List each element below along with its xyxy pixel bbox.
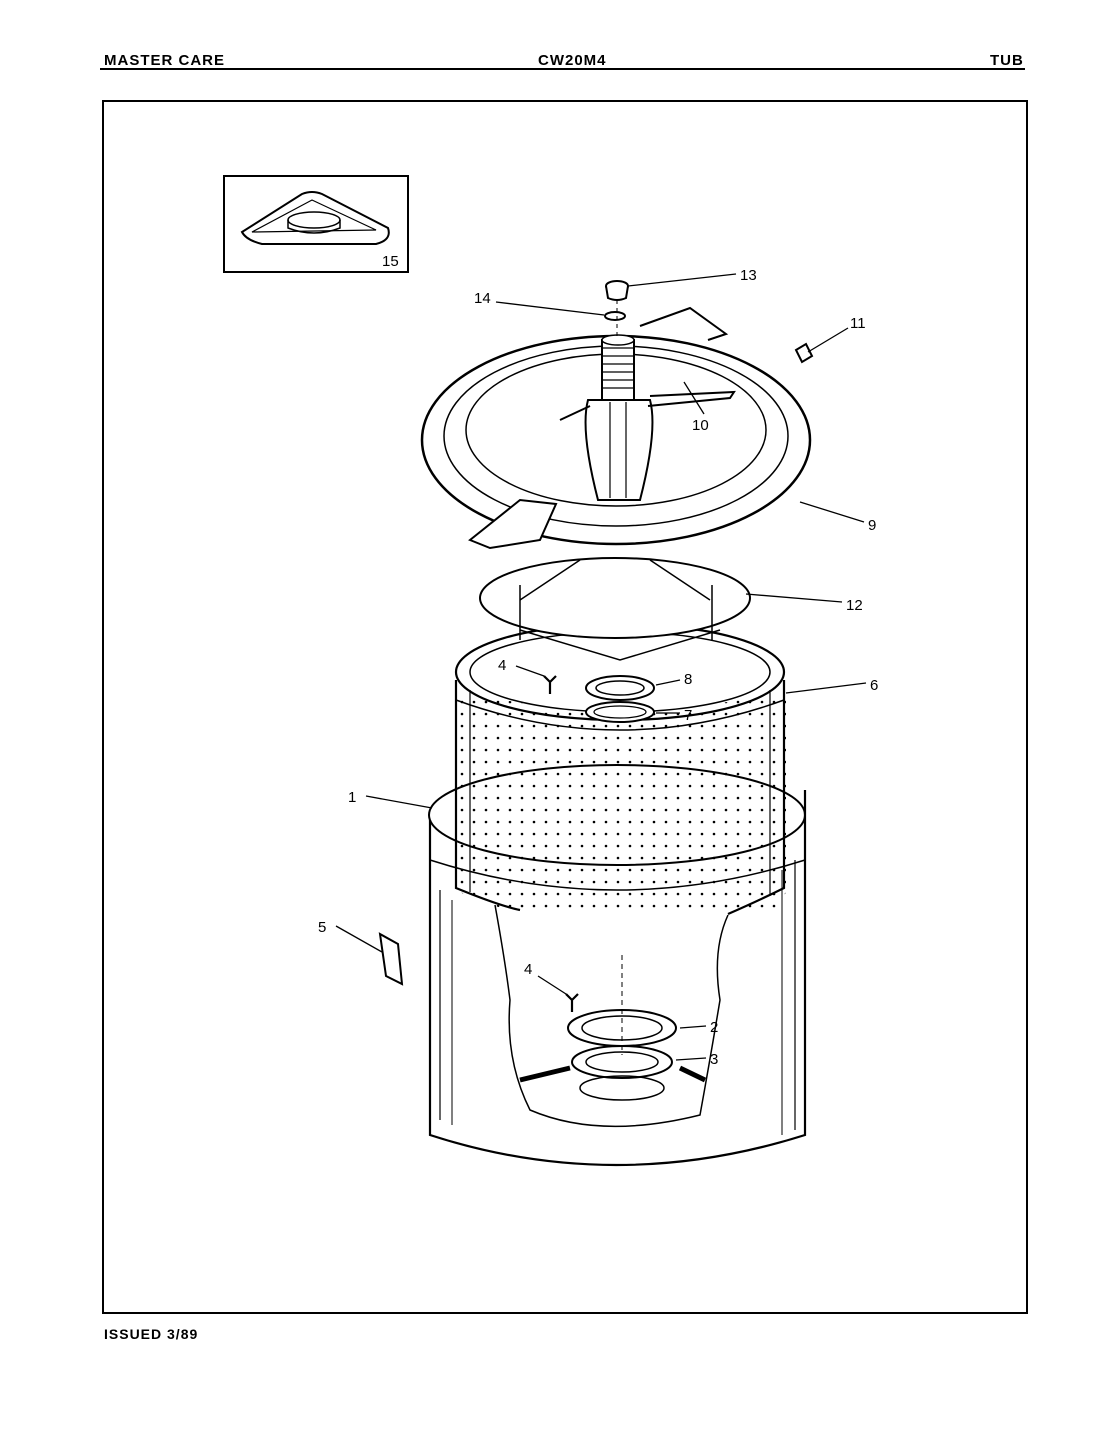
callout-9: 9 <box>868 517 876 534</box>
callout-2: 2 <box>710 1019 718 1036</box>
part-6-spin-basket <box>454 622 786 916</box>
part-14-washer <box>604 311 626 321</box>
callout-8: 8 <box>684 671 692 688</box>
section-title: TUB <box>990 52 1024 69</box>
part-4-screw-upper <box>543 675 557 694</box>
callout-15: 15 <box>382 253 399 270</box>
callout-6: 6 <box>870 677 878 694</box>
part-13-agitator-cap <box>605 280 629 301</box>
callout-3: 3 <box>710 1051 718 1068</box>
callout-12: 12 <box>846 597 863 614</box>
part-12-basket-liner <box>479 557 751 661</box>
callout-4-upper: 4 <box>498 657 506 674</box>
model-number: CW20M4 <box>538 52 607 69</box>
callout-1: 1 <box>348 789 356 806</box>
leader-lines <box>335 273 867 1061</box>
callout-13: 13 <box>740 267 757 284</box>
diagram-frame <box>102 100 1028 1314</box>
part-15-tub-cover-inset <box>240 191 390 245</box>
part-7-basket-ring <box>585 701 655 723</box>
inset-box <box>223 175 409 273</box>
brand-label: MASTER CARE <box>104 52 226 69</box>
callout-5: 5 <box>318 919 326 936</box>
callout-14: 14 <box>474 290 491 307</box>
callout-4-lower: 4 <box>524 961 532 978</box>
callout-10: 10 <box>692 417 709 434</box>
callout-11: 11 <box>850 315 866 332</box>
issued-date: ISSUED 3/89 <box>104 1326 199 1342</box>
callouts: 1 2 3 4 4 5 6 7 8 9 10 11 12 13 14 15 <box>318 253 878 1068</box>
part-11-clip <box>794 342 814 364</box>
part-5-label <box>378 932 404 986</box>
part-4-screw-lower <box>565 993 579 1012</box>
part-10-agitator <box>559 334 736 501</box>
part-3-tub-seal <box>571 1045 673 1101</box>
header-rule <box>100 68 1025 70</box>
callout-7: 7 <box>684 707 692 724</box>
part-8-basket-seal <box>585 675 655 701</box>
